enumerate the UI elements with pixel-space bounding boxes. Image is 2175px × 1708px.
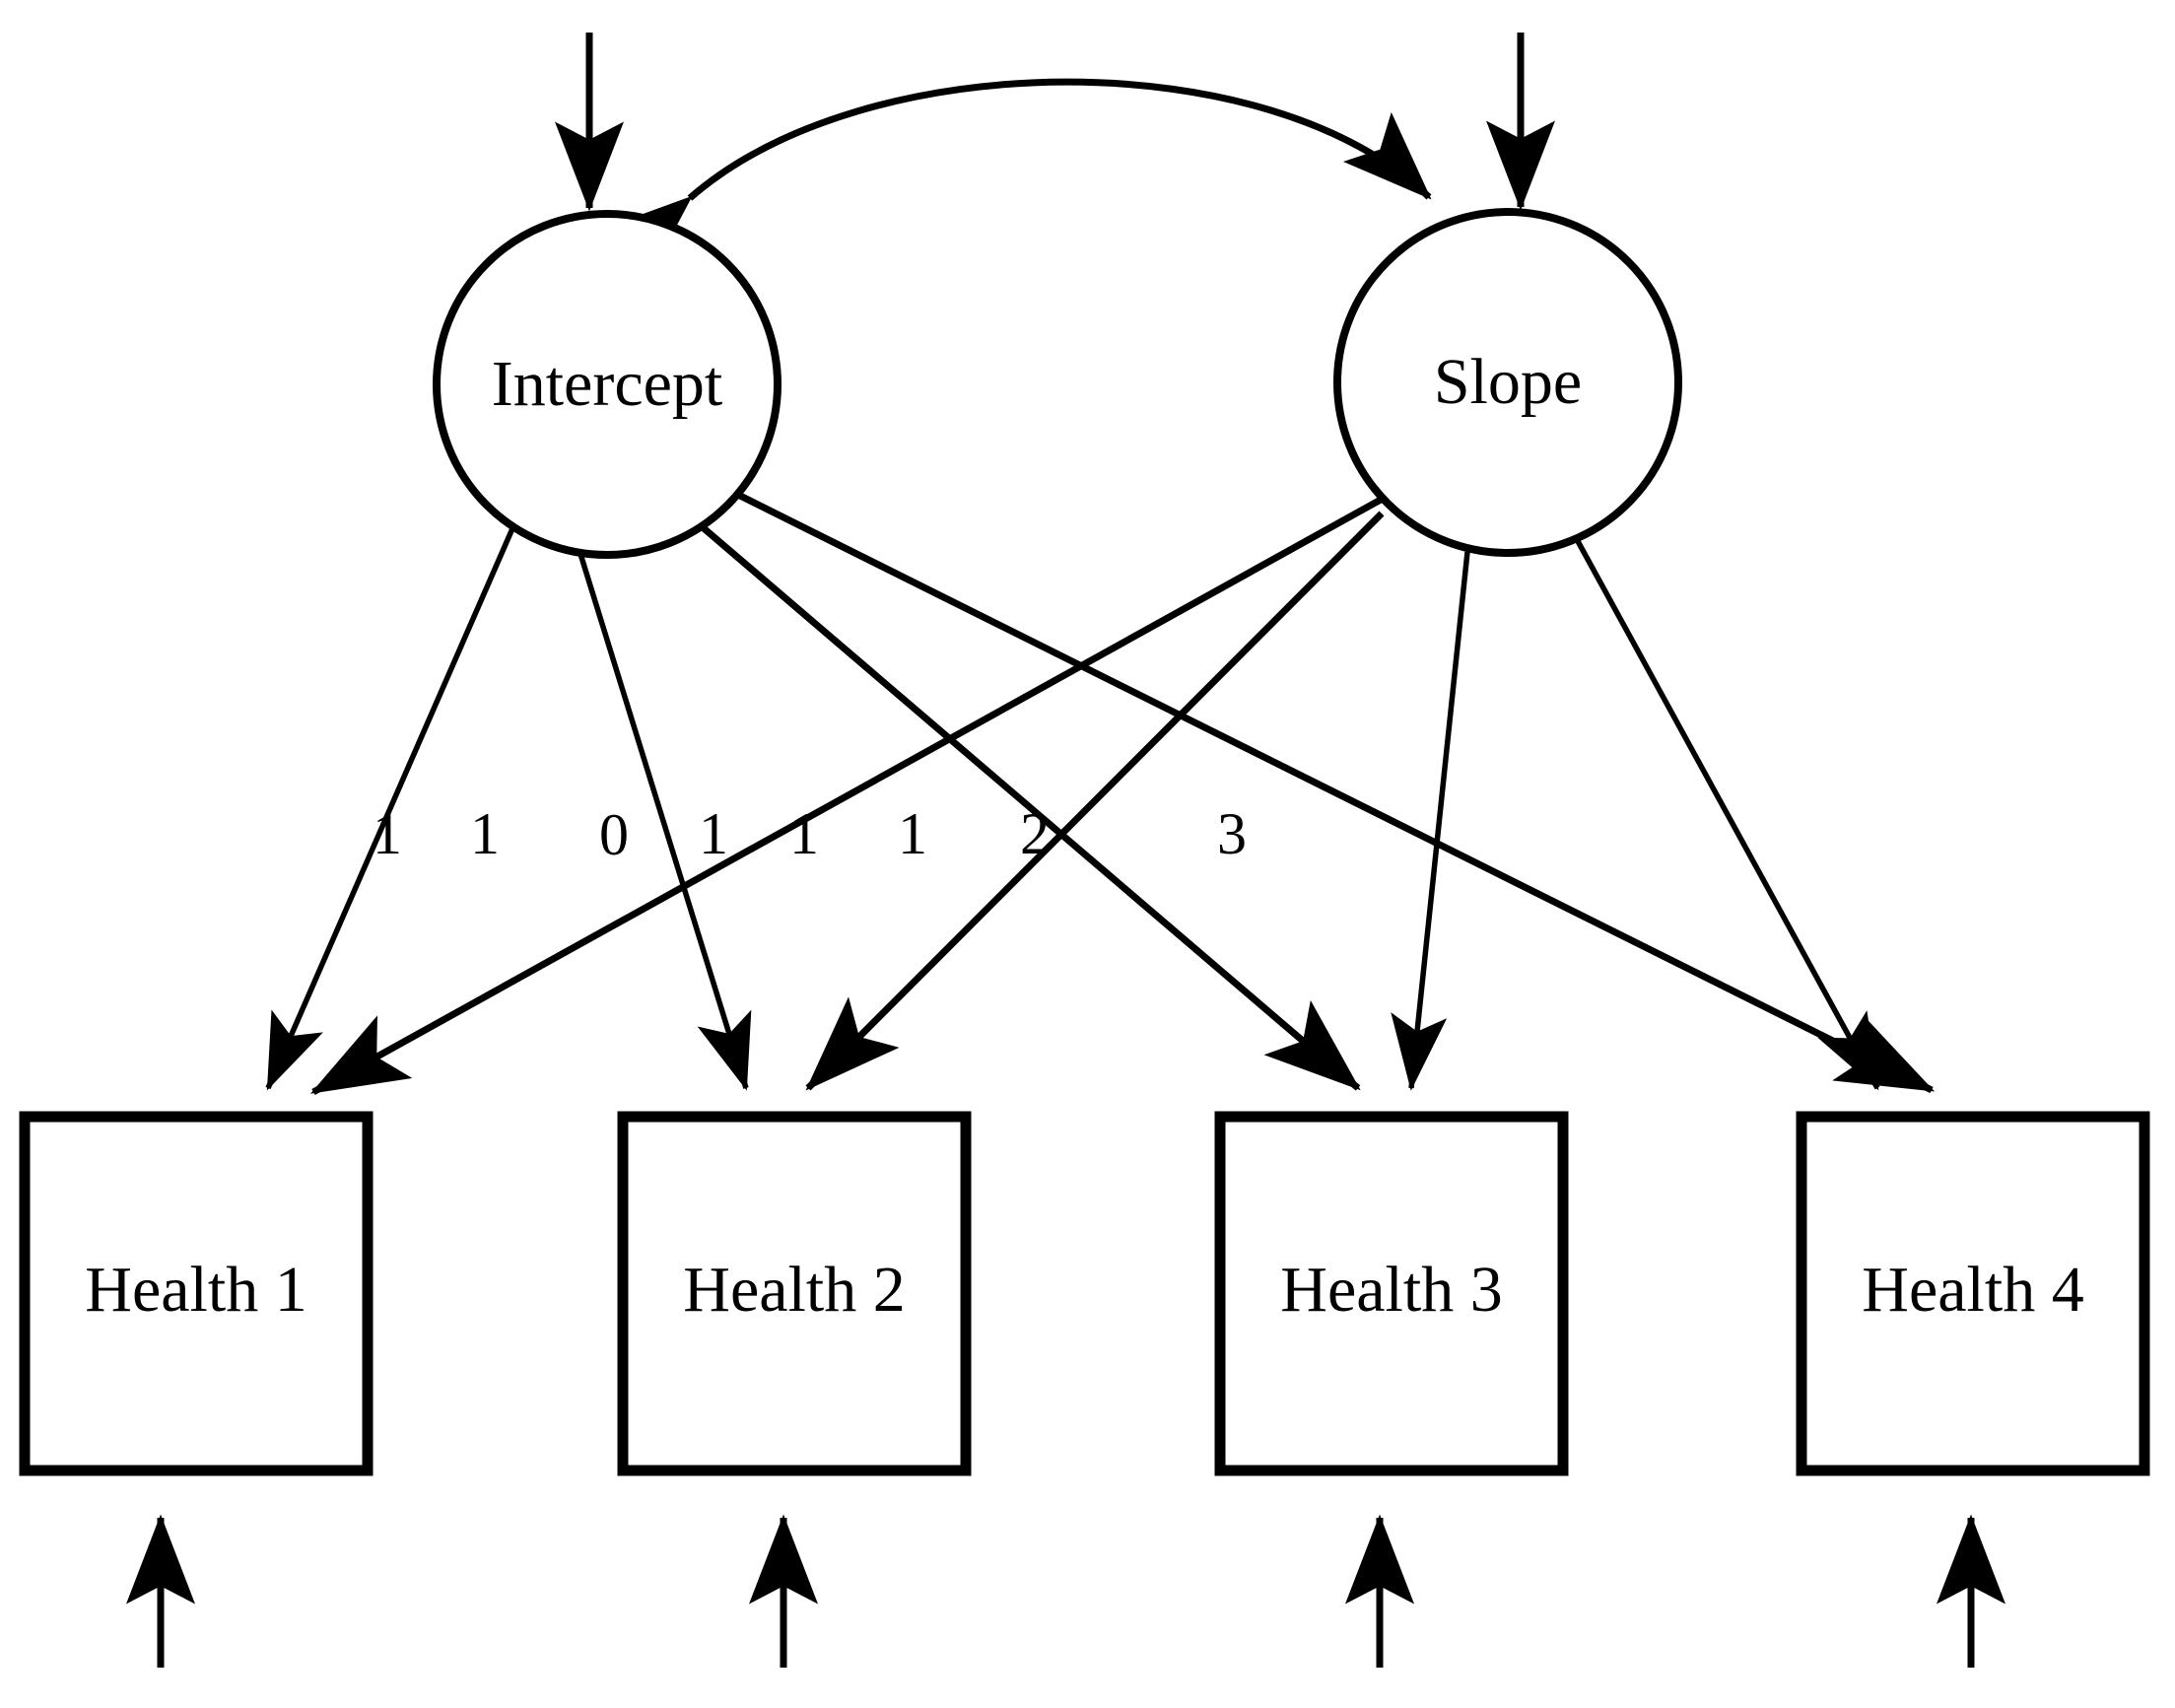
loading-label-slope-health2: 1 xyxy=(789,801,819,866)
intercept-circle[interactable] xyxy=(433,210,782,559)
health1-node[interactable]: Health 1 xyxy=(19,1111,374,1476)
health3-box[interactable] xyxy=(1214,1111,1569,1476)
covariance-curve xyxy=(602,78,1432,281)
health3-label: Health 3 xyxy=(1280,1254,1502,1326)
health2-box[interactable] xyxy=(617,1111,972,1476)
loading-label-intercept-health4: 1 xyxy=(898,801,927,866)
health4-node[interactable]: Health 4 xyxy=(1796,1111,2150,1476)
loading-label-slope-health1: 0 xyxy=(599,802,629,867)
loading-path-labels: 1 1 0 1 1 1 2 3 xyxy=(373,801,1247,867)
loading-intercept-health1 xyxy=(265,524,516,1091)
loading-intercept-health3 xyxy=(687,513,1361,1091)
health1-box[interactable] xyxy=(19,1111,374,1476)
health3-node[interactable]: Health 3 xyxy=(1214,1111,1569,1476)
health2-node[interactable]: Health 2 xyxy=(617,1111,972,1476)
latent-disturbance-arrows xyxy=(555,33,1555,212)
residual-arrows xyxy=(126,1514,2005,1668)
health1-label: Health 1 xyxy=(85,1254,306,1326)
slope-circle[interactable] xyxy=(1333,208,1682,557)
loading-label-slope-health3: 2 xyxy=(1020,801,1050,866)
latent-factor-nodes: Intercept Slope xyxy=(433,208,1682,559)
loading-label-slope-health4: 3 xyxy=(1217,801,1247,866)
intercept-label: Intercept xyxy=(492,348,723,420)
health4-label: Health 4 xyxy=(1862,1254,2083,1326)
loading-label-intercept-health3: 1 xyxy=(699,801,728,866)
loading-label-intercept-health1: 1 xyxy=(373,801,402,866)
loading-slope-health4 xyxy=(1570,530,1880,1091)
intercept-node[interactable]: Intercept xyxy=(433,210,782,559)
loading-slope-health2 xyxy=(805,511,1385,1091)
loading-intercept-health4 xyxy=(716,481,1936,1094)
loading-intercept-health2 xyxy=(578,553,752,1091)
slope-node[interactable]: Slope xyxy=(1333,208,1682,557)
observed-indicator-nodes: Health 1 Health 2 Health 3 Health 4 xyxy=(19,1111,2150,1476)
loading-slope-health1 xyxy=(309,481,1409,1096)
health4-box[interactable] xyxy=(1796,1111,2150,1476)
intercept-slope-covariance-arrow xyxy=(602,78,1432,281)
loading-label-intercept-health2: 1 xyxy=(470,801,500,866)
loading-slope-health3 xyxy=(1391,551,1470,1091)
factor-loading-paths xyxy=(265,481,1936,1096)
slope-label: Slope xyxy=(1434,346,1582,418)
health2-label: Health 2 xyxy=(683,1254,905,1326)
